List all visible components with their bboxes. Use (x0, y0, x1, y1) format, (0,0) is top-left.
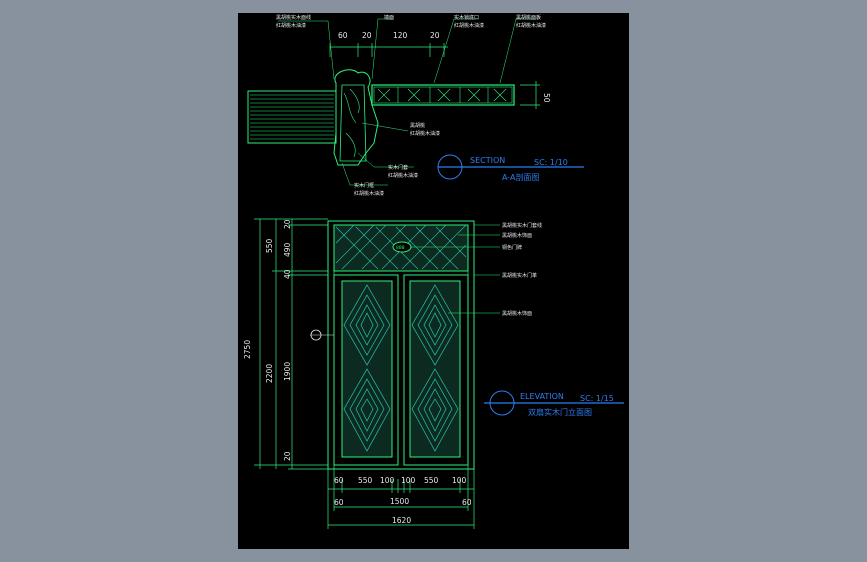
elev-title-cn: 双扇实木门立面图 (528, 407, 592, 417)
elev-label-4: 黑胡桃实木门革 (502, 272, 537, 279)
section-detail: 50 60 20 120 20 黑胡 (247, 14, 584, 197)
elev-dim-40: 40 (283, 269, 292, 279)
label-bottom-2: 实木门框 (354, 182, 374, 189)
elev-title-en: ELEVATION (520, 392, 564, 401)
wood-grain (343, 88, 360, 158)
label-top-3b: 红胡桃木油漆 (454, 22, 484, 29)
elev-dim-20a: 20 (283, 219, 292, 229)
label-top-3: 实木锁底口 (454, 14, 479, 21)
bdim-5: 100 (401, 476, 416, 485)
section-dim-3: 120 (393, 31, 408, 40)
section-dim-1: 60 (338, 31, 348, 40)
bdim-1620: 1620 (392, 516, 411, 525)
section-scale: SC: 1/10 (534, 158, 568, 167)
bdim-1: 60 (334, 476, 344, 485)
elev-dim-20b: 20 (283, 451, 292, 461)
leaf-core-hatch (377, 87, 507, 103)
elevation-detail: 888 (243, 218, 624, 529)
elev-label-3: 铜色门牌 (502, 244, 522, 251)
door-leaf-right (403, 274, 469, 466)
elev-dim-2200: 2200 (265, 364, 274, 383)
drawing-sheet: 50 60 20 120 20 黑胡 (238, 13, 629, 549)
door-drawing: 50 60 20 120 20 黑胡 (243, 14, 624, 529)
section-title-en: SECTION (470, 156, 505, 165)
label-top-4b: 红胡桃木油漆 (516, 22, 546, 29)
elev-dim-490: 490 (283, 242, 292, 257)
label-panel-b: 红胡桃木油漆 (410, 130, 440, 137)
bdim-3: 550 (358, 476, 373, 485)
elev-left-dims (254, 218, 328, 470)
elev-bottom-dims (327, 469, 475, 529)
elev-label-2: 黑胡桃木饰面 (502, 232, 532, 239)
label-top-1: 黑胡桃实木面线 (276, 14, 311, 21)
elev-dim-2750: 2750 (243, 340, 252, 359)
bdim-1500: 1500 (390, 497, 409, 506)
door-plate-text: 888 (396, 245, 405, 251)
wall-hatch (250, 94, 334, 140)
elev-label-5: 黑胡桃木饰面 (502, 310, 532, 317)
door-leaf-left (333, 274, 399, 466)
bdim-4: 100 (380, 476, 395, 485)
bdim-right-60: 60 (462, 498, 472, 507)
leaf-right-diamonds (411, 284, 459, 452)
label-bottom-1b: 红胡桃木油漆 (388, 172, 418, 179)
elev-scale: SC: 1/15 (580, 394, 614, 403)
door-casing (333, 69, 379, 166)
label-top-2: 墙面 (384, 14, 394, 21)
section-dim-4: 20 (430, 31, 440, 40)
thickness-dim: 50 (542, 93, 551, 103)
door-leaf-section (371, 84, 515, 106)
section-title-cn: A-A剖面图 (502, 172, 539, 182)
section-dim-2: 20 (362, 31, 372, 40)
bdim-7: 100 (452, 476, 467, 485)
label-bottom-2b: 红胡桃木油漆 (354, 190, 384, 197)
bdim-6: 550 (424, 476, 439, 485)
elev-dim-1900: 1900 (283, 362, 292, 381)
elev-label-1: 黑胡桃实木门套线 (502, 222, 542, 229)
elev-dim-550: 550 (265, 238, 274, 253)
leaf-left-diamonds (343, 284, 391, 452)
label-bottom-1: 实木门套 (388, 164, 408, 171)
label-top-1b: 红胡桃木油漆 (276, 22, 306, 29)
door-frame (339, 84, 367, 162)
label-panel: 黑胡桃 (410, 122, 425, 129)
label-top-4: 黑胡桃面板 (516, 14, 541, 21)
bdim-left-60: 60 (334, 498, 344, 507)
